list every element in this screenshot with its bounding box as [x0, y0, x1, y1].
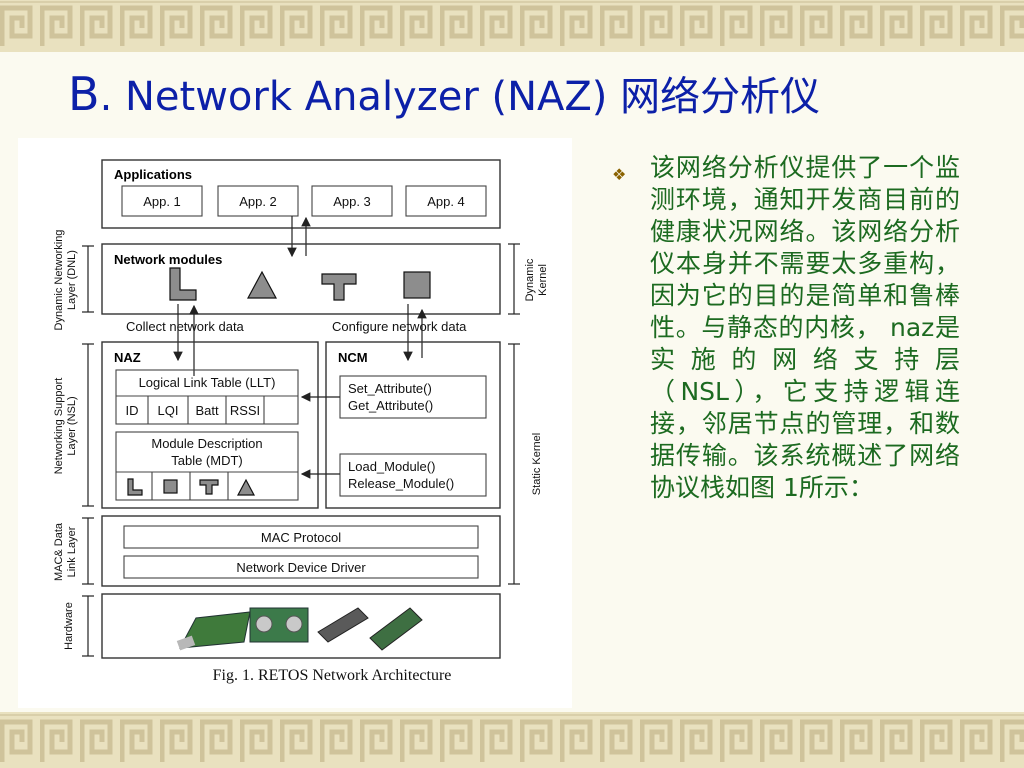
mdt-t-shape-icon	[199, 479, 219, 495]
applications-title: Applications	[114, 167, 192, 182]
square-module-icon	[403, 271, 431, 299]
llt-col-batt: Batt	[195, 403, 219, 418]
ncm-title: NCM	[338, 350, 368, 365]
mac-label-2: Link Layer	[66, 526, 78, 577]
naz-title: NAZ	[114, 350, 141, 365]
mdt-table	[115, 431, 299, 501]
ncm-set-attribute: Set_Attribute()	[348, 381, 432, 396]
nsl-label-1: Networking Support	[53, 378, 65, 475]
network-device-driver-label: Network Device Driver	[236, 560, 366, 575]
triangle-module-icon	[246, 270, 278, 299]
bullet-diamond-icon: ❖	[612, 165, 627, 184]
top-decorative-band	[0, 0, 1024, 52]
ncm-box	[325, 341, 501, 509]
naz-box	[101, 341, 319, 509]
l-shape-module-icon	[169, 267, 197, 301]
llt-table	[115, 369, 299, 425]
mac-protocol-label: MAC Protocol	[261, 530, 341, 545]
slide-title: B. Network Analyzer (NAZ) 网络分析仪	[68, 64, 820, 122]
mac-protocol-box	[123, 525, 479, 549]
mdt-square-icon	[163, 479, 178, 494]
app-label-2: App. 2	[239, 194, 277, 209]
ncm-module-box	[339, 453, 487, 497]
hardware-layer-box	[101, 593, 501, 659]
hardware-label: Hardware	[63, 602, 75, 650]
nsl-label-2: Layer (NSL)	[66, 396, 78, 455]
app-box-3	[311, 185, 393, 217]
llt-col-lqi: LQI	[158, 403, 179, 418]
llt-title: Logical Link Table (LLT)	[139, 375, 276, 390]
sensor-board-images	[176, 607, 423, 651]
architecture-diagram: Applications App. 1 App. 2 App. 3 App. 4…	[53, 159, 549, 684]
mac-layer-box	[101, 515, 501, 587]
t-shape-module-icon	[321, 273, 357, 301]
network-modules-title: Network modules	[114, 252, 222, 267]
llt-col-rssi: RSSI	[230, 403, 260, 418]
ncm-get-attribute: Get_Attribute()	[348, 398, 433, 413]
collect-network-data-label: Collect network data	[126, 319, 245, 334]
bottom-decorative-band	[0, 712, 1024, 768]
mdt-l-shape-icon	[127, 478, 143, 496]
app-box-2	[217, 185, 299, 217]
dynamic-kernel-label-1: Dynamic	[524, 258, 536, 301]
mac-label-1: MAC& Data	[53, 522, 65, 581]
slide-title-text: . Network Analyzer (NAZ) 网络分析仪	[99, 74, 821, 120]
llt-col-id: ID	[126, 403, 139, 418]
app-label-1: App. 1	[143, 194, 181, 209]
mdt-title-line-1: Module Description	[151, 436, 262, 451]
mdt-triangle-icon	[237, 478, 255, 496]
dnl-label-2: Layer (DNL)	[66, 250, 78, 310]
dynamic-kernel-label-2: Kernel	[537, 264, 549, 296]
slide-title-letter: B	[68, 67, 100, 121]
configure-network-data-label: Configure network data	[332, 319, 467, 334]
network-modules-layer	[101, 243, 501, 315]
dnl-label-1: Dynamic Networking	[53, 230, 65, 331]
app-box-1	[121, 185, 203, 217]
network-device-driver-box	[123, 555, 479, 579]
app-label-4: App. 4	[427, 194, 465, 209]
bullet-text: 该网络分析仪提供了一个监测环境，通知开发商目前的健康状况网络。该网络分析仪本身并…	[650, 153, 960, 502]
ncm-release-module: Release_Module()	[348, 476, 454, 491]
ncm-load-module: Load_Module()	[348, 459, 435, 474]
static-kernel-label: Static Kernel	[531, 433, 543, 495]
applications-layer	[101, 159, 501, 229]
app-label-3: App. 3	[333, 194, 371, 209]
architecture-figure: Applications App. 1 App. 2 App. 3 App. 4…	[18, 138, 572, 708]
app-box-4	[405, 185, 487, 217]
figure-caption: Fig. 1. RETOS Network Architecture	[213, 667, 452, 684]
mdt-title-line-2: Table (MDT)	[171, 453, 243, 468]
